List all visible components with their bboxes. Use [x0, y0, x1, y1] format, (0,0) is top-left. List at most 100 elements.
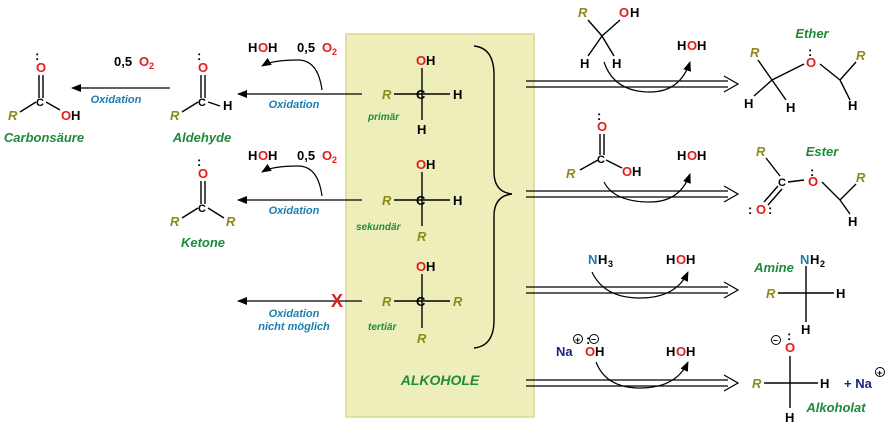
svg-text:O: O	[687, 38, 697, 53]
svg-text:H: H	[820, 376, 829, 391]
svg-text:2: 2	[332, 47, 337, 57]
svg-text:R: R	[752, 376, 762, 391]
svg-text:H: H	[848, 214, 857, 229]
svg-text::: :	[768, 202, 772, 217]
water-alkoholat: H O H	[666, 344, 695, 359]
svg-text::: :	[808, 44, 812, 59]
svg-text:C: C	[36, 97, 44, 109]
svg-text:O: O	[36, 60, 46, 75]
svg-text:C: C	[198, 203, 206, 215]
label-ketone: Ketone	[181, 235, 225, 250]
svg-text:H: H	[248, 148, 257, 163]
svg-text:R: R	[453, 294, 463, 309]
svg-text:+: +	[877, 368, 882, 378]
svg-text:H: H	[595, 344, 604, 359]
svg-text:2: 2	[332, 155, 337, 165]
svg-text::: :	[586, 332, 590, 347]
svg-text:C: C	[198, 97, 206, 109]
svg-text:C: C	[597, 154, 605, 166]
svg-text:0,5: 0,5	[297, 148, 315, 163]
water-ether: H O H	[677, 38, 706, 53]
svg-text:0,5: 0,5	[114, 54, 132, 69]
svg-text:2: 2	[820, 259, 825, 269]
reaction-arrow-alkoholat	[526, 374, 740, 392]
svg-text:H: H	[666, 252, 675, 267]
water-primary: H O H	[248, 40, 277, 55]
label-aldehyde: Aldehyde	[172, 130, 232, 145]
svg-text:H: H	[630, 5, 639, 20]
svg-text:0,5: 0,5	[297, 40, 315, 55]
svg-text:R: R	[750, 45, 760, 60]
svg-text:C: C	[416, 87, 426, 102]
svg-text:H: H	[785, 410, 794, 425]
svg-text:N: N	[800, 252, 809, 267]
svg-text:R: R	[756, 144, 766, 159]
ether-structure: R O : R H H H	[744, 44, 866, 115]
tertiary-alcohol: O H R C R R tertiär	[368, 259, 463, 346]
svg-text::: :	[810, 164, 814, 179]
oxidation-label-aldehyde: Oxidation	[91, 94, 142, 106]
secondary-alcohol: O H R C H R sekundär	[356, 157, 462, 244]
svg-text:H: H	[632, 164, 641, 179]
svg-text:H: H	[836, 286, 845, 301]
svg-text:H: H	[801, 322, 810, 337]
reaction-arrow-ether	[526, 75, 740, 93]
svg-text:O: O	[198, 166, 208, 181]
svg-text:O: O	[676, 344, 686, 359]
svg-text:O: O	[785, 340, 795, 355]
cross-mark: X	[331, 291, 343, 311]
svg-text:C: C	[778, 177, 786, 189]
svg-text:O: O	[756, 202, 766, 217]
svg-text:O: O	[258, 40, 268, 55]
svg-text:Na: Na	[556, 344, 573, 359]
svg-text:H: H	[810, 252, 819, 267]
svg-text:3: 3	[608, 259, 613, 269]
svg-text:H: H	[223, 98, 232, 113]
label-sekundaer: sekundär	[356, 222, 402, 233]
oxidation-not-label-line2: nicht möglich	[258, 321, 330, 333]
svg-text::: :	[748, 202, 752, 217]
label-carbonsaeure: Carbonsäure	[4, 130, 84, 145]
svg-text:H: H	[686, 344, 695, 359]
svg-text:N: N	[588, 252, 597, 267]
svg-text:H: H	[580, 56, 589, 71]
curved-arrow-primary	[261, 57, 323, 91]
svg-text:H: H	[786, 100, 795, 115]
svg-text:H: H	[598, 252, 607, 267]
svg-text:R: R	[566, 166, 576, 181]
curved-arrow-ether	[603, 61, 691, 93]
svg-text:H: H	[612, 56, 621, 71]
label-ester: Ester	[806, 144, 839, 159]
svg-text:H: H	[268, 148, 277, 163]
label-alkoholat: Alkoholat	[805, 400, 866, 415]
svg-text:R: R	[8, 108, 18, 123]
svg-text:O: O	[416, 53, 426, 68]
svg-text:H: H	[677, 38, 686, 53]
svg-text:–: –	[591, 334, 596, 344]
svg-text::: :	[197, 154, 201, 169]
label-tertiaer: tertiär	[368, 322, 397, 333]
svg-text:O: O	[806, 55, 816, 70]
svg-text:C: C	[416, 294, 426, 309]
svg-text:H: H	[697, 148, 706, 163]
svg-text:R: R	[226, 214, 236, 229]
svg-text:H: H	[697, 38, 706, 53]
ammonia-reagent: N H 3	[588, 252, 613, 269]
alcohol-brace	[473, 45, 513, 349]
svg-text:O: O	[597, 119, 607, 134]
sodium-hydroxide-reagent: Na + O H : –	[556, 332, 604, 359]
svg-text:R: R	[382, 294, 392, 309]
svg-text:R: R	[382, 193, 392, 208]
reactant-alcohol-ether: R O H H H	[578, 5, 639, 71]
svg-text:O: O	[416, 157, 426, 172]
oxidation-not-label-line1: Oxidation	[269, 308, 320, 320]
water-secondary: H O H	[248, 148, 277, 163]
svg-text:H: H	[426, 259, 435, 274]
svg-text:H: H	[417, 122, 426, 137]
alkohole-panel	[345, 33, 535, 418]
label-ether: Ether	[795, 26, 829, 41]
svg-text:O: O	[585, 344, 595, 359]
oxidation-label-primary: Oxidation	[269, 99, 320, 111]
curved-arrow-secondary	[261, 163, 323, 197]
